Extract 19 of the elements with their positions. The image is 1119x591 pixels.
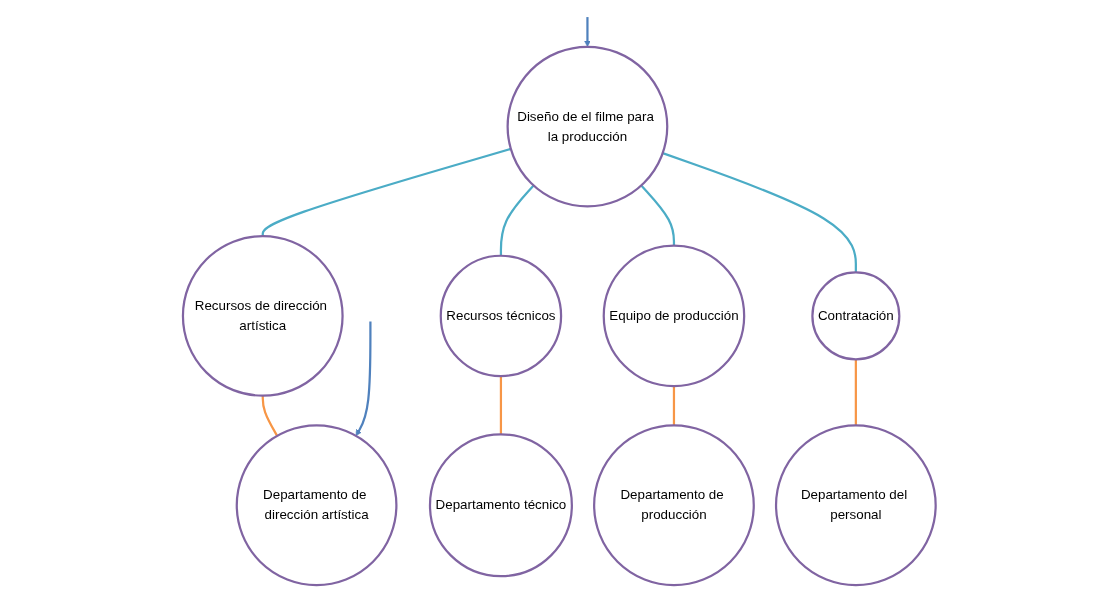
node-circle: Equipo de producción	[602, 244, 746, 388]
connector	[854, 359, 858, 426]
node-circle: Recursos de dirección artística	[182, 235, 344, 397]
arrow	[355, 321, 372, 437]
node-circle: Departamento de dirección artística	[235, 424, 398, 587]
node-circle: Departamento del personal	[775, 424, 937, 587]
connector	[261, 147, 512, 237]
node-circle: Departamento de producción	[593, 424, 756, 587]
node-circle: Diseño de el filme para la producción	[506, 45, 669, 208]
connector	[500, 184, 535, 256]
connector	[500, 376, 503, 435]
arrow	[584, 17, 591, 48]
node-circle: Recursos técnicos	[439, 254, 563, 378]
node-circle: Departamento técnico	[429, 433, 574, 578]
connector	[640, 184, 676, 246]
connector	[662, 152, 858, 273]
node-circle: Contratación	[811, 271, 901, 361]
connector	[673, 386, 676, 426]
connector	[261, 395, 279, 437]
